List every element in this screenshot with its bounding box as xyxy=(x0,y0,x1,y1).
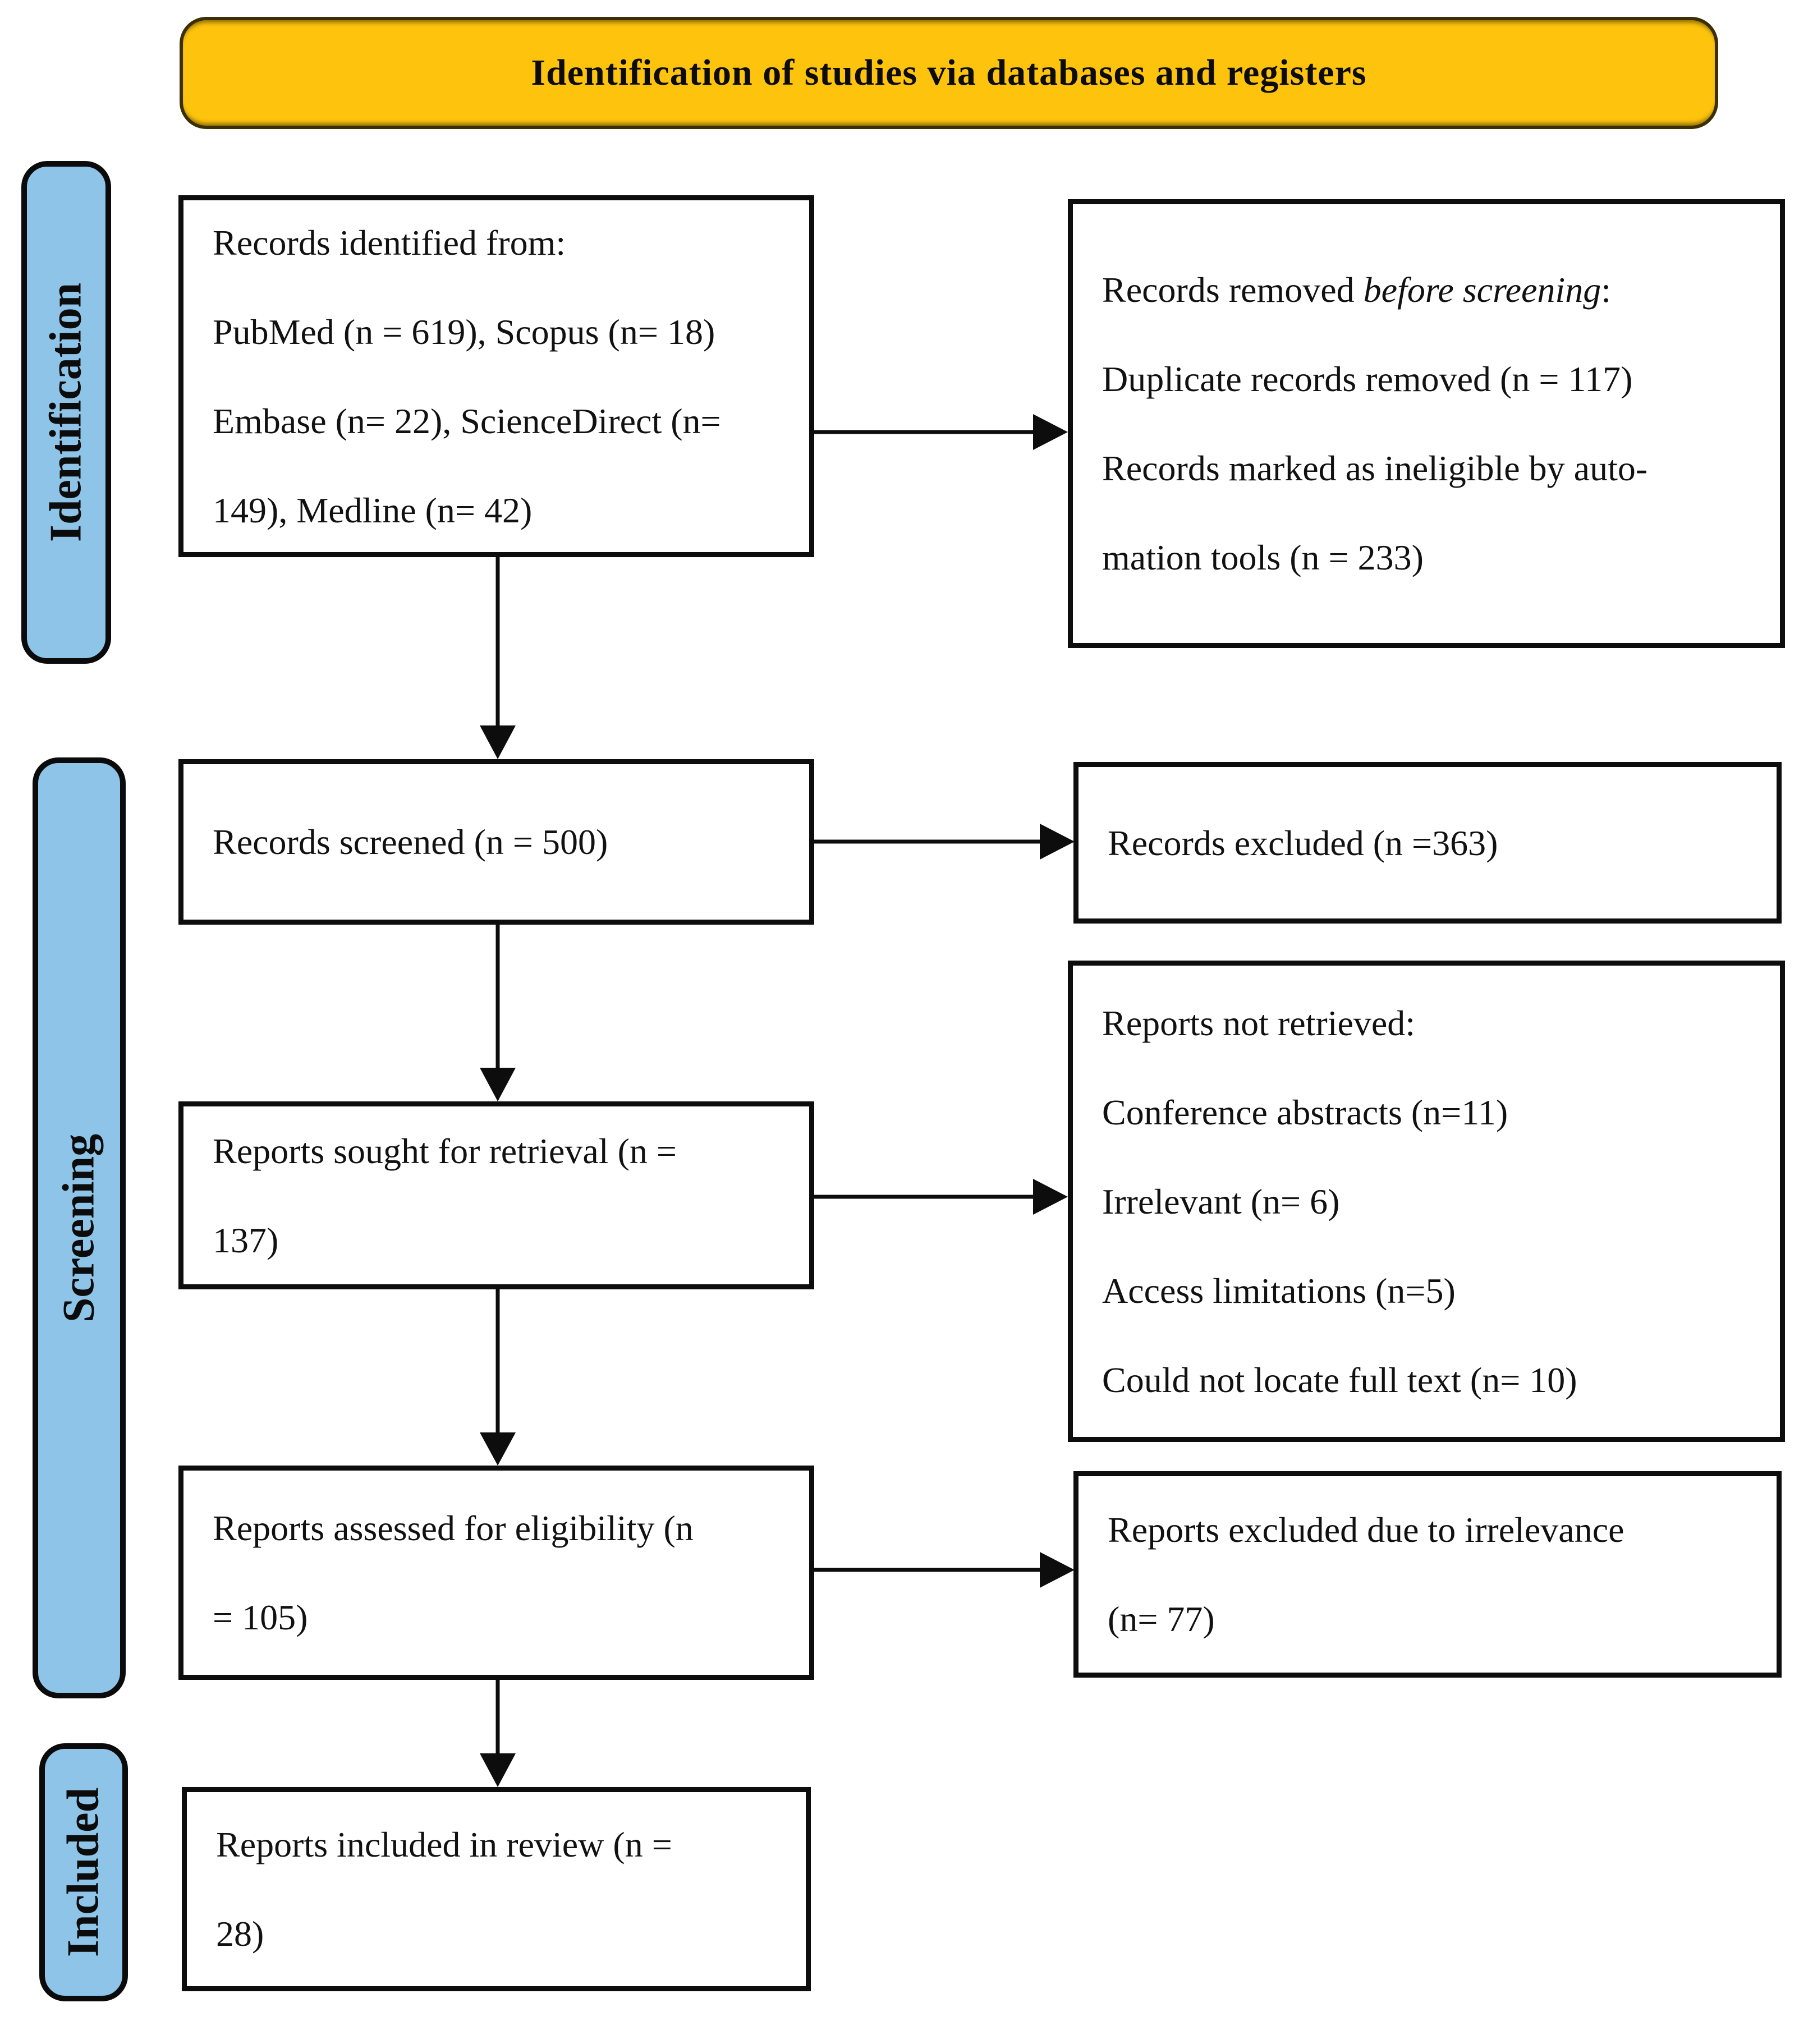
stage-label-identification: Identification xyxy=(41,282,91,543)
stage-tab-screening: Screening xyxy=(33,757,126,1698)
stage-label-included: Included xyxy=(58,1787,108,1958)
box-records-excluded: Records excluded (n =363) xyxy=(1073,762,1782,924)
box-text-line: Records identified from: xyxy=(213,222,566,263)
box-text-line: Records screened (n = 500) xyxy=(213,822,608,862)
arrow-assessed-to-excluded-irrelevance xyxy=(814,1552,1075,1588)
box-text-line: PubMed (n = 619), Scopus (n= 18) xyxy=(213,311,715,352)
box-text-line: Conference abstracts (n=11) xyxy=(1102,1092,1508,1132)
arrow-screened-to-sought xyxy=(480,925,516,1101)
box-text-segment: Records removed xyxy=(1102,270,1364,310)
arrow-assessed-to-included xyxy=(480,1680,516,1787)
box-text-segment-italic: before screening xyxy=(1363,270,1601,310)
stage-tab-identification: Identification xyxy=(21,161,111,664)
box-text-line: Embase (n= 22), ScienceDirect (n= xyxy=(213,401,721,441)
arrow-screened-to-excluded xyxy=(814,824,1075,860)
box-text-line: 28) xyxy=(216,1914,264,1954)
stage-tab-included: Included xyxy=(39,1743,128,2001)
box-text-line: Duplicate records removed (n = 117) xyxy=(1102,359,1633,399)
box-text-line: Reports sought for retrieval (n = xyxy=(213,1131,677,1171)
box-text-line: Irrelevant (n= 6) xyxy=(1102,1181,1340,1221)
box-reports-not-retrieved: Reports not retrieved: Conference abstra… xyxy=(1068,961,1785,1442)
arrow-identified-to-removed xyxy=(814,414,1068,450)
box-reports-assessed: Reports assessed for eligibility (n = 10… xyxy=(178,1466,814,1680)
box-reports-sought: Reports sought for retrieval (n = 137) xyxy=(178,1101,814,1289)
box-text-line: (n= 77) xyxy=(1108,1599,1215,1639)
box-records-screened: Records screened (n = 500) xyxy=(178,759,814,925)
box-text-line: mation tools (n = 233) xyxy=(1102,538,1424,577)
banner: Identification of studies via databases … xyxy=(180,17,1718,129)
box-text-segment: : xyxy=(1601,270,1611,310)
box-text-line: Reports included in review (n = xyxy=(216,1825,672,1864)
banner-title: Identification of studies via databases … xyxy=(531,52,1367,93)
box-text-line: Reports excluded due to irrelevance xyxy=(1108,1510,1624,1550)
box-text-line: Records marked as ineligible by auto- xyxy=(1102,448,1648,488)
box-text-line: Records removed before screening: xyxy=(1102,245,1757,334)
box-records-identified: Records identified from: PubMed (n = 619… xyxy=(178,195,814,557)
box-text-line: 137) xyxy=(213,1220,279,1260)
box-text-line: Records excluded (n =363) xyxy=(1108,823,1498,863)
box-text-line: Access limitations (n=5) xyxy=(1102,1270,1456,1311)
box-text-line: Reports assessed for eligibility (n xyxy=(213,1508,694,1548)
box-text-line: = 105) xyxy=(213,1597,308,1637)
box-text-line: Could not locate full text (n= 10) xyxy=(1102,1359,1577,1400)
stage-label-screening: Screening xyxy=(54,1133,104,1322)
box-text-line: Reports not retrieved: xyxy=(1102,1003,1416,1043)
box-reports-included: Reports included in review (n = 28) xyxy=(182,1787,811,1991)
box-text-line: 149), Medline (n= 42) xyxy=(213,490,533,530)
box-reports-excluded-irrelevance: Reports excluded due to irrelevance (n= … xyxy=(1073,1471,1782,1678)
arrow-sought-to-assessed xyxy=(480,1289,516,1466)
box-records-removed-before-screening: Records removed before screening: Duplic… xyxy=(1068,199,1785,648)
arrow-sought-to-not-retrieved xyxy=(814,1179,1068,1215)
arrow-identified-to-screened xyxy=(480,557,516,759)
